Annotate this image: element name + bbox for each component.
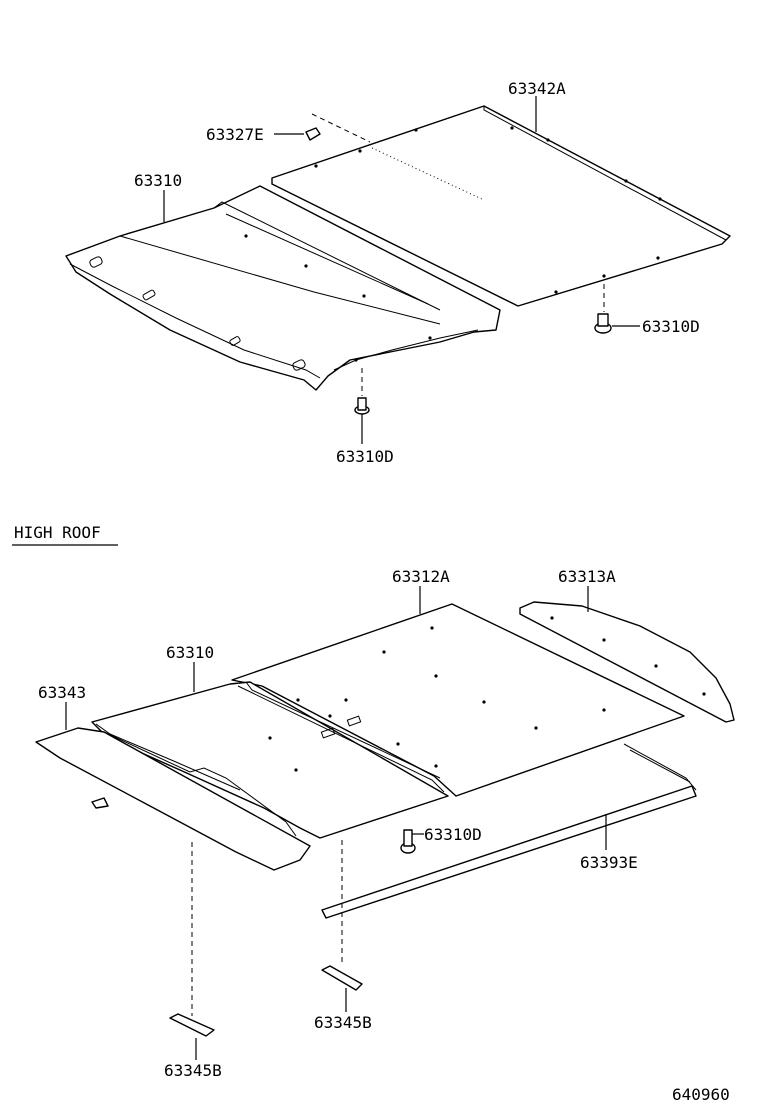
label-63343: 63343 (38, 683, 86, 702)
clip-63345b-right-icon (321, 965, 363, 991)
label-63342a: 63342A (508, 79, 566, 98)
label-63327e: 63327E (206, 125, 264, 144)
lower-front-panel (35, 727, 311, 871)
lower-rear-panel (519, 601, 735, 723)
label-63310-upper: 63310 (134, 171, 182, 190)
label-63313a: 63313A (558, 567, 616, 586)
lower-moulding (321, 743, 697, 919)
lower-assembly: 63312A 63313A 63310 63343 63310D 63393E … (35, 567, 735, 1080)
upper-assembly: 63342A 63327E 63310 63310D 63310D (65, 79, 731, 466)
label-63310-lower: 63310 (166, 643, 214, 662)
section-title: HIGH ROOF (14, 523, 101, 542)
fastener-right-icon (594, 313, 612, 334)
label-63393e: 63393E (580, 853, 638, 872)
label-63312a: 63312A (392, 567, 450, 586)
clip-leader-dash (311, 113, 371, 143)
upper-rear-panel (271, 105, 731, 307)
fastener-bottom-icon (354, 397, 370, 415)
clip-63327e-icon (305, 127, 321, 141)
label-63310d-lower: 63310D (424, 825, 482, 844)
clip-63345b-left-icon (169, 1013, 215, 1037)
lower-center-panel (231, 603, 685, 797)
hidden-edge (371, 147, 485, 201)
label-63310d-bottom: 63310D (336, 447, 394, 466)
label-63310d-right: 63310D (642, 317, 700, 336)
diagram-id: 640960 (672, 1085, 730, 1104)
label-63345b-left: 63345B (164, 1061, 222, 1080)
upper-front-headlining (65, 185, 501, 391)
label-63345b-right: 63345B (314, 1013, 372, 1032)
lower-fastener-icon (400, 829, 416, 854)
